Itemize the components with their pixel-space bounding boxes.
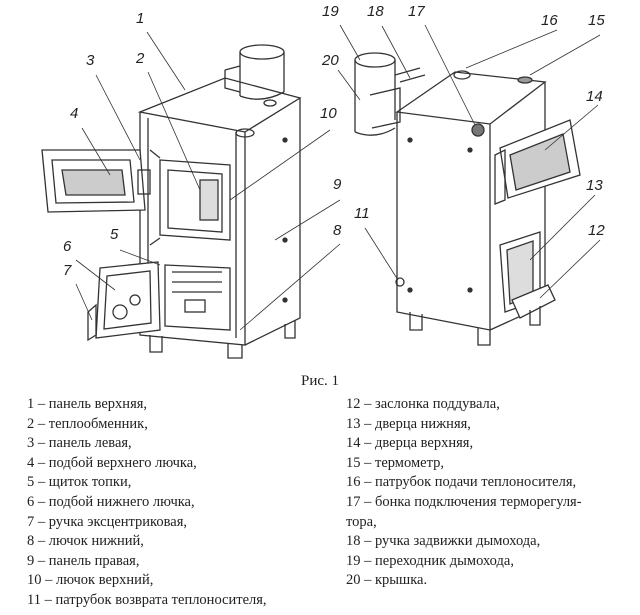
callout-6: 6 <box>63 238 72 255</box>
legend-item: 8 – лючок нижний, <box>27 533 144 550</box>
legend-item: тора, <box>346 513 377 530</box>
legend-item: 18 – ручка задвижки дымохода, <box>346 533 541 550</box>
legend-item: 7 – ручка эксцентриковая, <box>27 513 188 530</box>
legend-item: 15 – термометр, <box>346 454 444 471</box>
legend-item: 11 – патрубок возврата теплоносителя, <box>27 591 267 608</box>
callout-10: 10 <box>320 105 337 122</box>
callout-14: 14 <box>586 88 603 105</box>
callout-18: 18 <box>367 3 384 20</box>
legend-item: 3 – панель левая, <box>27 435 132 452</box>
figure-caption: Рис. 1 <box>300 373 340 389</box>
legend-right: 12 – заслонка поддувала, 13 – дверца ниж… <box>346 395 582 591</box>
callout-17: 17 <box>408 3 425 20</box>
boiler-drawing <box>41 24 601 359</box>
callout-15: 15 <box>588 12 605 29</box>
callout-9: 9 <box>333 176 342 193</box>
boiler-rear-view <box>337 24 601 346</box>
legend-item: 13 – дверца нижняя, <box>346 415 471 432</box>
callout-2: 2 <box>136 50 145 67</box>
callout-11: 11 <box>354 205 370 222</box>
callout-8: 8 <box>333 222 342 239</box>
legend-item: 16 – патрубок подачи теплоносителя, <box>346 474 577 491</box>
callout-20: 20 <box>322 52 339 69</box>
callout-12: 12 <box>588 222 605 239</box>
legend-item: 6 – подбой нижнего лючка, <box>27 493 195 510</box>
callout-1: 1 <box>136 10 145 27</box>
callout-4: 4 <box>70 105 79 122</box>
legend-item: 12 – заслонка поддувала, <box>346 396 500 412</box>
callout-3: 3 <box>86 52 95 69</box>
legend-item: 10 – лючок верхний, <box>27 572 154 589</box>
callout-7: 7 <box>63 262 72 279</box>
legend-item: 9 – панель правая, <box>27 552 140 569</box>
legend-item: 2 – теплообменник, <box>27 415 148 432</box>
callout-19: 19 <box>322 3 339 20</box>
legend-item: 4 – подбой верхнего лючка, <box>27 454 197 471</box>
legend-item: 19 – переходник дымохода, <box>346 552 514 569</box>
callout-13: 13 <box>586 177 603 194</box>
callout-5: 5 <box>110 226 119 243</box>
callout-16: 16 <box>541 12 558 29</box>
legend-item: 17 – бонка подключения терморегуля- <box>346 493 582 510</box>
legend-item: 14 – дверца верхняя, <box>346 435 474 452</box>
legend-item: 20 – крышка. <box>346 572 428 589</box>
legend-item: 5 – щиток топки, <box>27 474 132 491</box>
boiler-front-view <box>41 31 341 359</box>
legend-left: 1 – панель верхняя, 2 – теплообменник, 3… <box>27 395 267 611</box>
legend-item: 1 – панель верхняя, <box>27 396 148 412</box>
